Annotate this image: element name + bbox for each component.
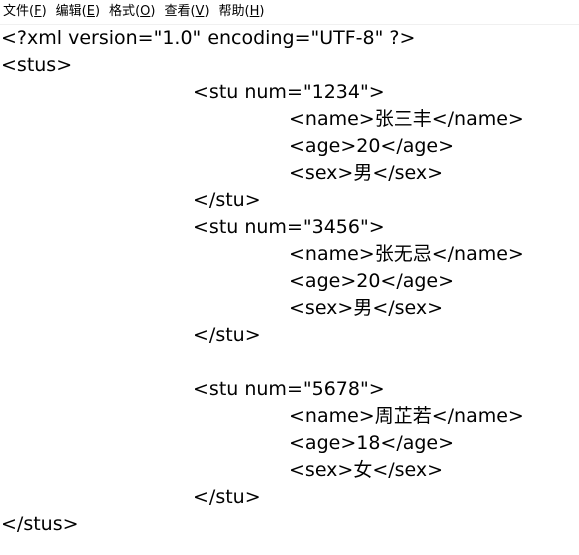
menu-edit[interactable]: 编辑(E) xyxy=(52,0,105,24)
text-editor[interactable]: <?xml version="1.0" encoding="UTF-8" ?> <… xyxy=(0,25,579,555)
text-line: <stu num="5678"> xyxy=(193,378,385,400)
menu-paren: ) xyxy=(41,4,47,19)
menu-mnemonic: H xyxy=(249,4,260,19)
text-line: <age>20</age> xyxy=(289,135,455,157)
text-line: <age>20</age> xyxy=(289,270,455,292)
menu-paren: ) xyxy=(94,4,101,19)
menu-paren: ) xyxy=(259,4,265,19)
text-line: <age>18</age> xyxy=(289,432,455,454)
text-line: <stu num="3456"> xyxy=(193,216,385,238)
text-line: </stu> xyxy=(193,486,261,508)
text-line: <stu num="1234"> xyxy=(193,81,385,103)
menu-format[interactable]: 格式(O) xyxy=(105,0,160,24)
menu-help[interactable]: 帮助(H) xyxy=(215,0,270,24)
text-line: <stus> xyxy=(1,54,73,76)
menu-view[interactable]: 查看(V) xyxy=(160,0,214,24)
menu-paren: ) xyxy=(204,4,210,19)
menu-bar: 文件(F)编辑(E)格式(O)查看(V)帮助(H) xyxy=(0,0,579,25)
menu-label: 帮助 xyxy=(218,4,245,19)
text-line: <name>周芷若</name> xyxy=(289,405,524,427)
menu-paren: ( xyxy=(190,4,196,19)
text-line: </stu> xyxy=(193,189,261,211)
menu-label: 查看 xyxy=(164,4,191,19)
menu-paren: ) xyxy=(150,4,156,19)
menu-label: 格式 xyxy=(109,4,136,19)
menu-file[interactable]: 文件(F) xyxy=(0,0,52,24)
text-line: <name>张三丰</name> xyxy=(289,108,524,130)
text-line: </stu> xyxy=(193,324,261,346)
text-line: <sex>女</sex> xyxy=(289,459,444,481)
menu-mnemonic: V xyxy=(195,4,205,19)
menu-mnemonic: O xyxy=(140,4,151,19)
text-line: <sex>男</sex> xyxy=(289,297,444,319)
menu-paren: ( xyxy=(81,4,87,19)
menu-label: 文件 xyxy=(3,4,30,19)
text-line: <sex>男</sex> xyxy=(289,162,444,184)
menu-mnemonic: F xyxy=(34,4,42,19)
text-line: <?xml version="1.0" encoding="UTF-8" ?> xyxy=(1,27,416,49)
text-line: <name>张无忌</name> xyxy=(289,243,524,265)
menu-paren: ( xyxy=(135,4,141,19)
menu-mnemonic: E xyxy=(86,4,95,19)
menu-paren: ( xyxy=(244,4,250,19)
menu-paren: ( xyxy=(29,4,35,19)
menu-label: 编辑 xyxy=(55,4,82,19)
text-line: </stus> xyxy=(1,513,79,535)
